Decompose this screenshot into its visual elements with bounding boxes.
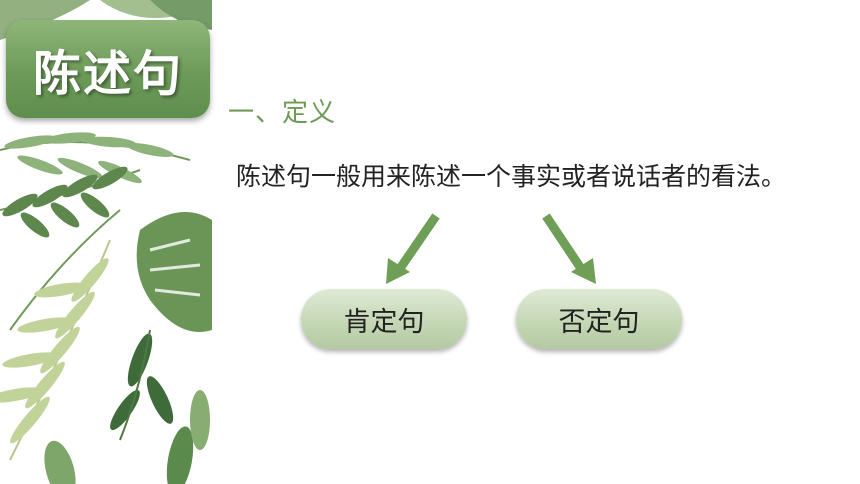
affirmative-sentence-pill: 肯定句 [301, 289, 467, 349]
tropical-leaves-decoration [0, 0, 212, 484]
arrow-down-left-icon [386, 213, 440, 284]
leaf-decoration-panel [0, 0, 212, 484]
arrow-down-right-icon [542, 213, 596, 284]
slide-title: 陈述句 [32, 46, 183, 102]
negative-sentence-pill: 否定句 [516, 289, 682, 349]
section-heading: 一、定义 [228, 98, 337, 128]
title-banner: 陈述句 [6, 20, 210, 118]
definition-text: 陈述句一般用来陈述一个事实或者说话者的看法。 [236, 162, 787, 191]
